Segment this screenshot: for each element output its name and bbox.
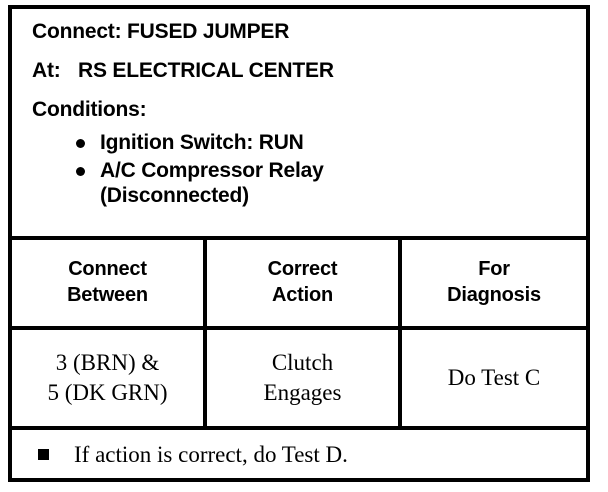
column-header-for-diagnosis: For Diagnosis	[400, 240, 586, 328]
condition-text: A/C Compressor Relay	[100, 158, 324, 182]
cell-line-1: 3 (BRN) &	[55, 350, 160, 376]
header-line-1: Connect	[68, 258, 147, 281]
connect-value: FUSED JUMPER	[127, 20, 290, 43]
square-bullet-icon	[38, 448, 49, 460]
header-line-1: Correct	[267, 258, 338, 281]
cell-line-2: Engages	[263, 380, 342, 405]
column-header-connect-between: Connect Between	[12, 240, 207, 328]
connect-label: Connect:	[32, 20, 122, 43]
condition-continuation: (Disconnected)	[100, 184, 249, 208]
round-bullet-icon	[76, 166, 85, 176]
header-line-2: Between	[67, 284, 148, 306]
conditions-list: Ignition Switch: RUN A/C Compressor Rela…	[32, 130, 586, 209]
condition-item: Ignition Switch: RUN	[76, 130, 586, 156]
at-line: At: RS ELECTRICAL CENTER	[32, 60, 586, 81]
cell-line-2: 5 (DK GRN)	[47, 380, 168, 405]
condition-text: Ignition Switch: RUN	[100, 131, 304, 154]
table-row: 3 (BRN) & 5 (DK GRN) Clutch Engages Do T…	[12, 328, 586, 426]
results-table: Connect Between Correct Action For Diagn…	[12, 240, 586, 426]
cell-connect-between: 3 (BRN) & 5 (DK GRN)	[12, 328, 207, 426]
condition-item: A/C Compressor Relay (Disconnected)	[76, 158, 586, 209]
cell-line-1: Clutch	[271, 350, 334, 376]
conditions-panel: Connect: FUSED JUMPER At: RS ELECTRICAL C…	[12, 9, 586, 240]
column-header-correct-action: Correct Action	[205, 240, 402, 328]
footer-note-text: If action is correct, do Test D.	[74, 441, 348, 467]
connect-line: Connect: FUSED JUMPER	[32, 21, 586, 42]
footer-note: If action is correct, do Test D.	[12, 426, 586, 478]
cell-correct-action: Clutch Engages	[205, 328, 402, 426]
table-header-row: Connect Between Correct Action For Diagn…	[12, 240, 586, 328]
table-header: Connect Between Correct Action For Diagn…	[12, 240, 586, 328]
header-line-1: For	[478, 258, 510, 281]
at-label: At:	[32, 59, 61, 82]
header-line-2: Action	[271, 284, 334, 306]
test-procedure-box: Connect: FUSED JUMPER At: RS ELECTRICAL C…	[8, 5, 590, 482]
conditions-label: Conditions:	[32, 98, 147, 121]
header-line-2: Diagnosis	[447, 284, 541, 306]
table-body: 3 (BRN) & 5 (DK GRN) Clutch Engages Do T…	[12, 328, 586, 426]
at-value: RS ELECTRICAL CENTER	[78, 59, 334, 82]
round-bullet-icon	[76, 139, 85, 148]
cell-for-diagnosis: Do Test C	[447, 365, 541, 391]
